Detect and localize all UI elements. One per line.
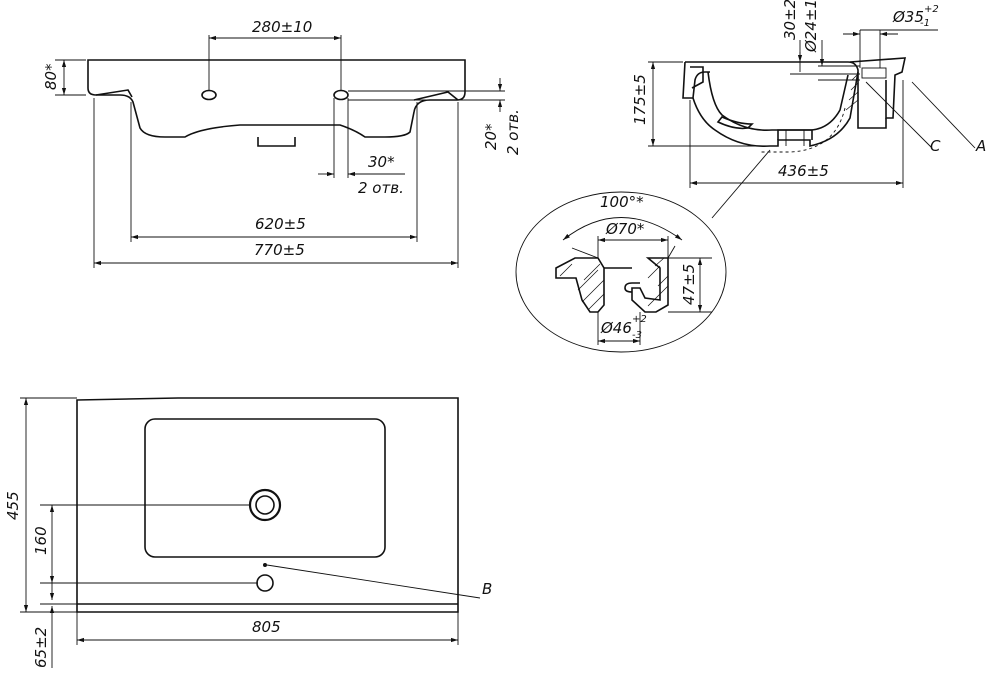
front-view-outline (87, 59, 466, 138)
detail-dim-height: 47±5 (680, 264, 698, 305)
dim-rim-height: 80* (42, 63, 60, 90)
front-view: 280±10 80* 20* 2 отв. 30* 2 отв. 620±5 7… (42, 18, 522, 268)
side-label-c: C (930, 137, 941, 155)
top-view-drain (248, 488, 282, 522)
detail-dim-bottom-diameter: Ø46 (600, 319, 632, 337)
dim-hole-diameter-note: 2 отв. (358, 179, 404, 197)
top-dim-front-edge: 65±2 (32, 627, 50, 668)
top-view-tap-hole (256, 574, 274, 592)
side-dim-outlet-tol-lower: -1 (920, 18, 930, 29)
detail-dim-bottom-tol-upper: +2 (632, 314, 647, 325)
detail-dim-bottom-tol-lower: -3 (632, 330, 642, 341)
side-label-a: A (975, 137, 986, 155)
top-label-b: B (482, 580, 492, 598)
front-view-drain (257, 137, 296, 147)
side-dim-overflow-diameter: Ø24±1 (802, 0, 820, 53)
detail-circle (515, 191, 727, 353)
side-dim-overflow-offset: 30±2 (781, 0, 799, 40)
detail-dim-top-diameter: Ø70* (605, 220, 645, 238)
side-view-outline (685, 61, 859, 72)
top-dim-width: 805 (252, 618, 281, 636)
top-view-outline (76, 397, 459, 613)
top-view: 455 160 65±2 805 B (4, 397, 492, 668)
dim-hole-offset-note: 2 отв. (504, 109, 522, 155)
detail-view: 100°* Ø70* 47±5 Ø46 +2 -3 (515, 191, 727, 353)
side-dim-outlet-tol-upper: +2 (924, 4, 939, 15)
dim-inner-width: 620±5 (255, 215, 306, 233)
side-dim-height: 175±5 (631, 74, 649, 125)
side-dim-depth: 436±5 (778, 162, 829, 180)
side-view: 175±5 436±5 30±2 Ø24±1 Ø35 +2 -1 C A (631, 0, 986, 219)
dim-holes-spacing: 280±10 (252, 18, 312, 36)
dim-hole-offset: 20* (482, 123, 500, 150)
top-dim-hole-offset: 160 (32, 526, 50, 555)
top-view-bowl (144, 418, 386, 558)
detail-hatching (559, 257, 669, 311)
left-tap-hole (201, 89, 217, 101)
right-tap-hole (333, 89, 349, 101)
detail-dim-angle: 100°* (600, 193, 644, 211)
dim-total-width: 770±5 (254, 241, 305, 259)
top-dim-depth: 455 (4, 491, 22, 520)
dim-hole-diameter: 30* (368, 153, 395, 171)
side-dim-outlet-diameter: Ø35 (892, 8, 924, 26)
